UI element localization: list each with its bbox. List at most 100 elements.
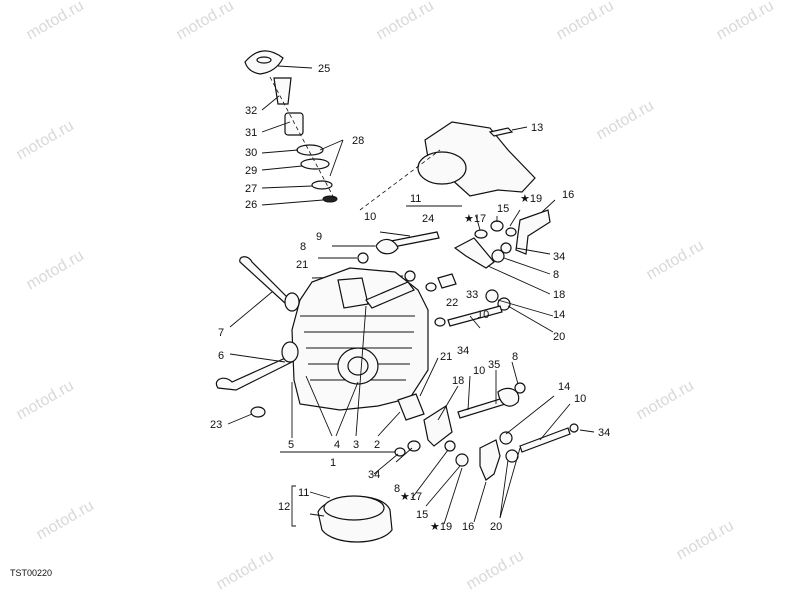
washer-part-14 xyxy=(485,289,499,303)
label-20-bottom: 20 xyxy=(490,521,502,533)
label-24: 24 xyxy=(422,213,434,225)
label-10-mid: 10 xyxy=(477,309,489,321)
watermark-text: motod.ru xyxy=(14,377,77,423)
label-29: 29 xyxy=(245,165,257,177)
label-14-top: 14 xyxy=(553,309,565,321)
label-10-top: 10 xyxy=(364,211,376,223)
shaft-part-10b xyxy=(447,305,503,327)
label-11-bottom: 11 xyxy=(298,487,309,499)
label-8-top-left: 8 xyxy=(300,241,306,253)
label-17-bottom: ★17 xyxy=(400,491,422,503)
leader-lines-top-left xyxy=(261,65,344,206)
label-21-top: 21 xyxy=(296,259,308,271)
retainer-part-29 xyxy=(300,158,330,170)
spring-part-9 xyxy=(375,238,399,255)
label-35: 35 xyxy=(488,359,500,371)
label-33: 33 xyxy=(466,289,478,301)
label-34-top: 34 xyxy=(553,251,565,263)
rocker-arm-part-18b xyxy=(423,405,453,447)
lower-rocker-assembly xyxy=(394,382,579,481)
cylinder-head-port-inner xyxy=(347,356,369,376)
adjuster-part-17 xyxy=(474,229,488,239)
washer-part-15 xyxy=(505,227,517,237)
upper-rocker-arm-assembly xyxy=(453,199,556,295)
watermark-text: motod.ru xyxy=(634,377,697,423)
screw-part-13 xyxy=(488,127,514,137)
watermark-text: motod.ru xyxy=(594,97,657,143)
watermark-text: motod.ru xyxy=(714,0,777,43)
label-18-top: 18 xyxy=(553,289,565,301)
bucket-part-31 xyxy=(284,112,304,136)
shaft-part-10d xyxy=(519,427,571,453)
label-27: 27 xyxy=(245,183,257,195)
leader-lines-lower xyxy=(373,357,595,525)
label-13: 13 xyxy=(531,122,543,134)
label-28: 28 xyxy=(352,135,364,147)
watermark-text: motod.ru xyxy=(464,547,527,593)
label-14-lower: 14 xyxy=(558,381,570,393)
watermark-text: motod.ru xyxy=(644,237,707,283)
adjuster-part-17b xyxy=(444,440,456,452)
label-5: 5 xyxy=(288,439,294,451)
plug-part-23 xyxy=(250,406,266,418)
o-ring-part-11 xyxy=(417,151,467,185)
label-26: 26 xyxy=(245,199,257,211)
watermark-text: motod.ru xyxy=(374,0,437,43)
label-7: 7 xyxy=(218,327,224,339)
watermark-text: motod.ru xyxy=(34,497,97,543)
watermark-text: motod.ru xyxy=(14,117,77,163)
label-12: 12 xyxy=(278,501,290,513)
label-10-right: 10 xyxy=(574,393,586,405)
cylinder-head xyxy=(291,267,429,411)
valve-guide-part-33 xyxy=(365,281,415,309)
watermark-text: motod.ru xyxy=(674,517,737,563)
rocker-cover-assembly xyxy=(359,121,536,211)
part-labels: 25 32 31 28 30 29 27 26 13 11 24 ★19 16 … xyxy=(210,63,610,533)
label-32: 32 xyxy=(245,105,257,117)
washer-part-34b xyxy=(434,317,446,327)
cap-part-25-rim xyxy=(256,56,272,64)
valve-axis-line xyxy=(269,76,336,201)
figure-code: TST00220 xyxy=(10,568,52,578)
label-31: 31 xyxy=(245,127,257,139)
middle-rocker-shaft-assembly xyxy=(425,273,554,333)
nut-part-19b xyxy=(455,453,469,467)
valve-stack-assembly xyxy=(244,50,338,203)
rocker-arm-part-16 xyxy=(515,209,551,255)
washer-part-22 xyxy=(425,282,437,292)
seal-part-26 xyxy=(322,195,338,203)
washer-part-34d xyxy=(569,423,579,433)
spring-part-35 xyxy=(497,387,520,407)
label-3: 3 xyxy=(353,439,359,451)
cap-part-21 xyxy=(404,270,416,282)
watermark-text: motod.ru xyxy=(174,0,237,43)
cylinder-head-boss xyxy=(337,277,369,309)
label-23: 23 xyxy=(210,419,222,431)
label-17-top: ★17 xyxy=(464,213,486,225)
label-8-top-right: 8 xyxy=(553,269,559,281)
label-25: 25 xyxy=(318,63,330,75)
rocker-arm-part-18 xyxy=(453,237,495,269)
label-34-right: 34 xyxy=(598,427,610,439)
rocker-arm-part-16b xyxy=(479,439,501,481)
label-4: 4 xyxy=(334,439,340,451)
label-11-top: 11 xyxy=(410,193,421,205)
valve-part-7 xyxy=(239,256,291,305)
label-6: 6 xyxy=(218,350,224,362)
bolt-part-33 xyxy=(437,273,457,289)
label-8-bottom: 8 xyxy=(394,483,400,495)
leader-lines-bottom xyxy=(280,305,401,453)
watermark-text: motod.ru xyxy=(554,0,617,43)
washer-part-8c xyxy=(514,382,526,394)
label-19-top: ★19 xyxy=(520,193,542,205)
label-19-bottom: ★19 xyxy=(430,521,452,533)
washer-part-34 xyxy=(500,242,512,254)
label-16-top: 16 xyxy=(562,189,574,201)
washer-part-8b xyxy=(491,249,505,263)
nut-part-19 xyxy=(490,220,504,232)
gasket-assembly xyxy=(291,485,393,543)
cylinder-head-part-1 xyxy=(291,267,429,411)
label-22: 22 xyxy=(446,297,458,309)
washer-part-8 xyxy=(357,252,369,264)
